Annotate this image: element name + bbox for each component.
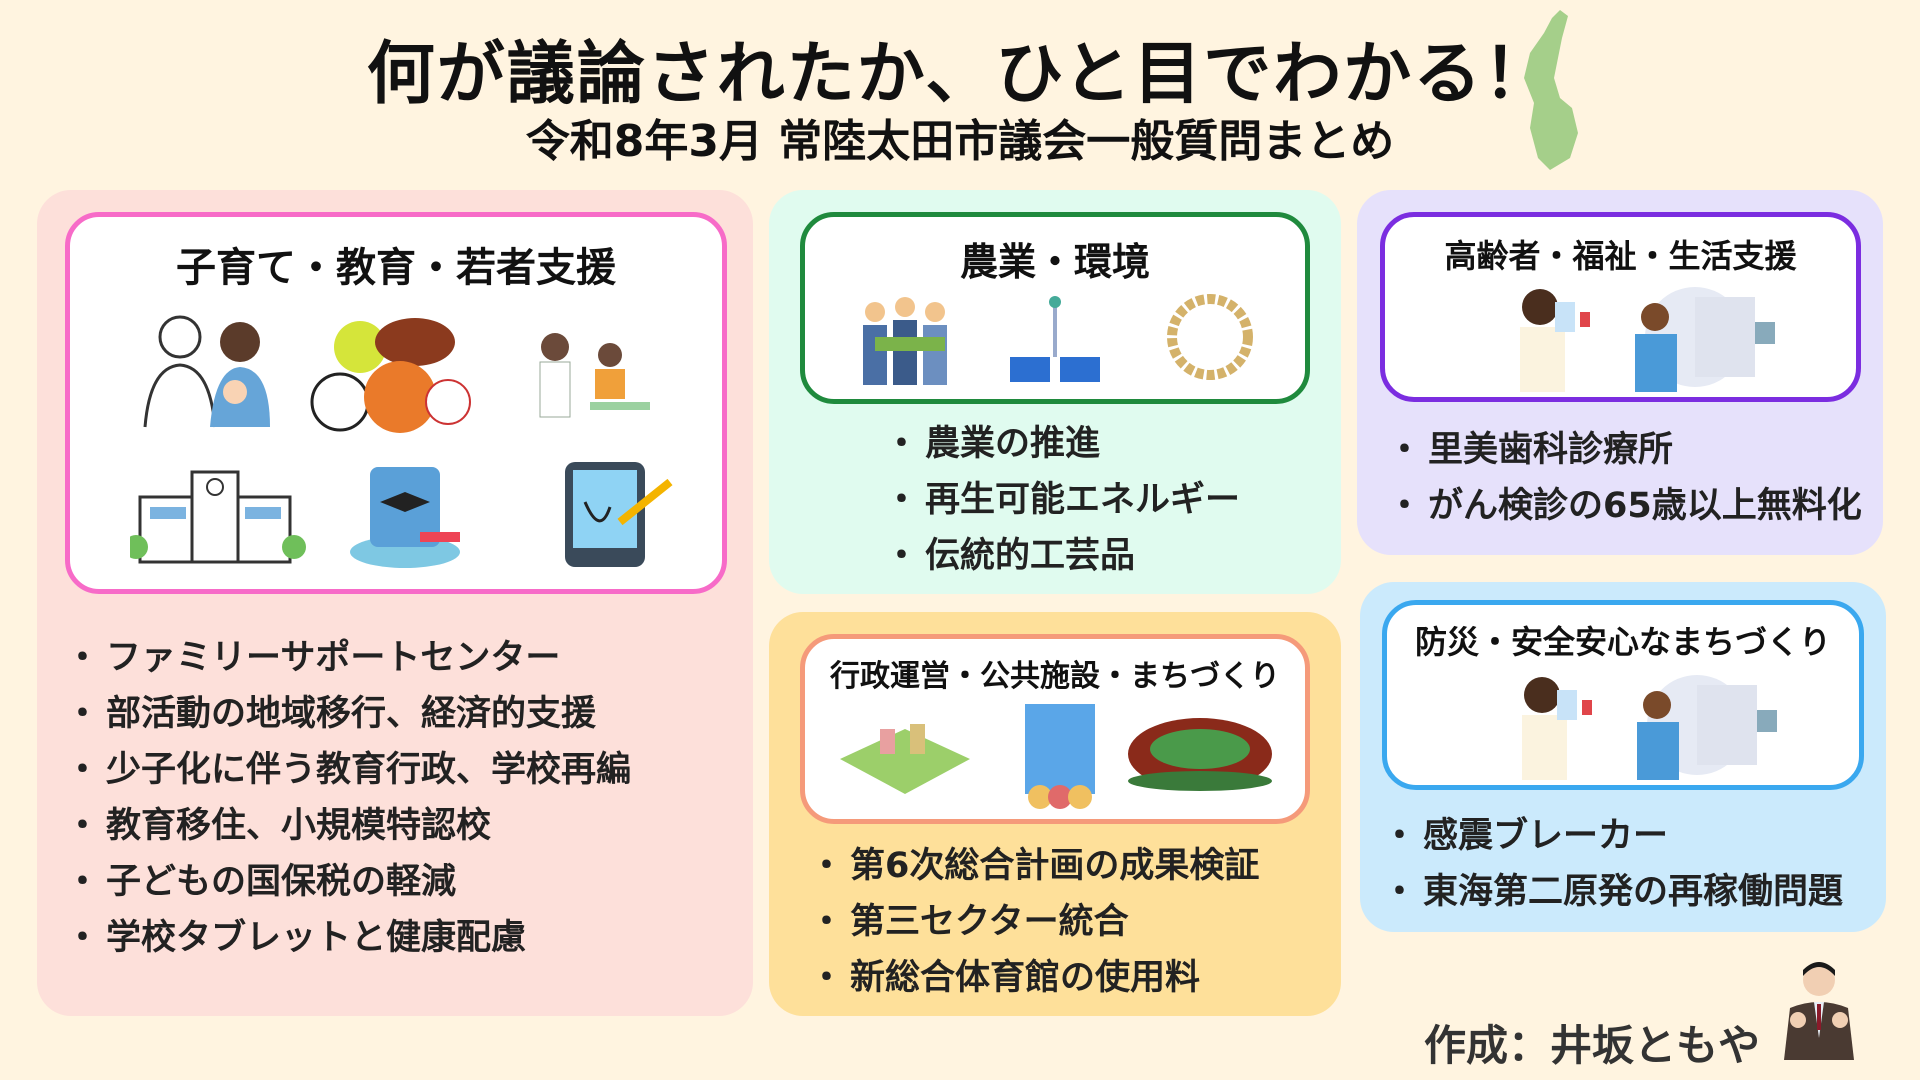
panel-safety: 防災・安全安心なまちづくり 感震ブレーカー 東海第二原発の再稼働問題 [1360,582,1886,932]
panel-education: 子育て・教育・若者支援 ファミリーサポートセンター 部活動の地域移行、経済的支援… [37,190,753,1016]
page-title: 何が議論されたか、ひと目でわかる！ [366,35,1554,114]
online-learning-icon [350,467,460,568]
administration-illustrations [840,704,1272,809]
school-building-icon [130,470,306,564]
list-item: 再生可能エネルギー [884,472,1240,528]
list-item: ファミリーサポートセンター [65,630,631,686]
author-credit: 作成：井坂ともや [1424,1021,1761,1070]
doctor-mammography-icon [1635,287,1775,392]
education-header-card: 子育て・教育・若者支援 [65,212,727,594]
teacher-student-icon [539,333,650,418]
list-item: 感震ブレーカー [1382,808,1843,864]
welfare-topic-list: 里美歯科診療所 がん検診の65歳以上無料化 [1387,422,1862,534]
administration-header-card: 行政運営・公共施設・まちづくり [800,634,1310,824]
renewable-energy-icon [1010,296,1100,382]
panel-administration: 行政運営・公共施設・まちづくり 第6次総合計画の成果検証 第三セクター統合 新総… [769,612,1341,1016]
list-item: 教育移住、小規模特認校 [65,798,631,854]
list-item: 新総合体育館の使用料 [809,950,1259,1006]
list-item: 部活動の地域移行、経済的支援 [65,686,631,742]
agriculture-header-card: 農業・環境 [800,212,1310,404]
tablet-pen-icon [565,462,673,567]
panel-title: 農業・環境 [959,240,1150,284]
safety-illustrations [1522,675,1777,780]
list-item: 農業の推進 [884,416,1240,472]
straw-wreath-icon [1167,294,1253,380]
city-map-icon [1524,10,1578,170]
agriculture-illustrations [863,294,1253,385]
safety-topic-list: 感震ブレーカー 東海第二原発の再稼働問題 [1382,808,1843,920]
dentist-icon [1520,289,1590,392]
safety-header-card: 防災・安全安心なまちづくり [1382,600,1864,790]
farmers-icon [863,297,947,385]
dentist-icon [1522,677,1592,780]
education-topic-list: ファミリーサポートセンター 部活動の地域移行、経済的支援 少子化に伴う教育行政、… [65,630,631,966]
panel-welfare: 高齢者・福祉・生活支援 里美歯科診療所 がん検診の65歳以上無料化 [1357,190,1883,555]
agriculture-topic-list: 農業の推進 再生可能エネルギー 伝統的工芸品 [884,416,1240,584]
sports-balls-icon [310,318,471,433]
education-illustrations [130,315,673,568]
doctor-mammography-icon [1637,675,1777,780]
list-item: がん検診の65歳以上無料化 [1387,478,1862,534]
panel-title: 高齢者・福祉・生活支援 [1444,237,1797,275]
panel-title: 子育て・教育・若者支援 [176,245,616,291]
author-photo [1784,962,1854,1060]
list-item: 第6次総合計画の成果検証 [809,838,1259,894]
page-subtitle: 令和8年3月 常陸太田市議会一般質問まとめ [525,116,1395,167]
town-planning-icon [840,724,970,794]
panel-title: 行政運営・公共施設・まちづくり [830,659,1280,694]
panel-agriculture: 農業・環境 農業の推進 再生可能エネルギー 伝統的工芸品 [769,190,1341,594]
administration-topic-list: 第6次総合計画の成果検証 第三セクター統合 新総合体育館の使用料 [809,838,1259,1006]
list-item: 第三セクター統合 [809,894,1259,950]
family-icon [143,315,270,428]
public-building-icon [1025,704,1095,809]
stadium-icon [1128,718,1272,791]
welfare-header-card: 高齢者・福祉・生活支援 [1380,212,1861,402]
list-item: 少子化に伴う教育行政、学校再編 [65,742,631,798]
list-item: 子どもの国保税の軽減 [65,854,631,910]
list-item: 東海第二原発の再稼働問題 [1382,864,1843,920]
list-item: 学校タブレットと健康配慮 [65,910,631,966]
welfare-illustrations [1520,287,1775,392]
list-item: 里美歯科診療所 [1387,422,1862,478]
list-item: 伝統的工芸品 [884,528,1240,584]
panel-title: 防災・安全安心なまちづくり [1414,623,1831,661]
